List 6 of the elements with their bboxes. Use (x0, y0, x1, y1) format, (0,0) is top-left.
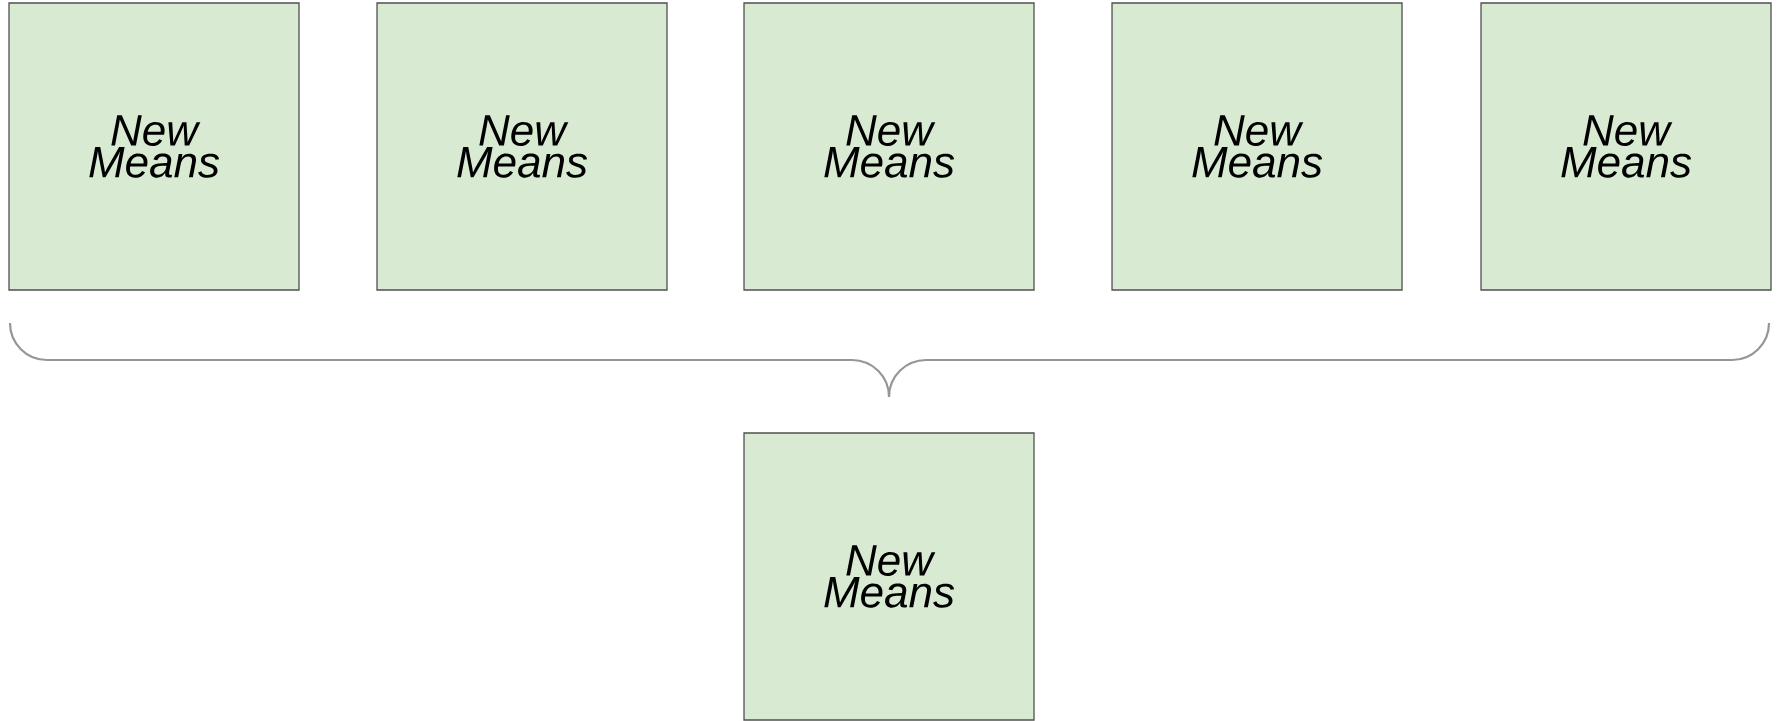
text-box: New Means (8, 2, 300, 291)
text-box: New Means (376, 2, 668, 291)
text-box: New Means (743, 432, 1035, 721)
text-box: New Means (1480, 2, 1772, 291)
text-box: New Means (743, 2, 1035, 291)
text-box: New Means (1111, 2, 1403, 291)
